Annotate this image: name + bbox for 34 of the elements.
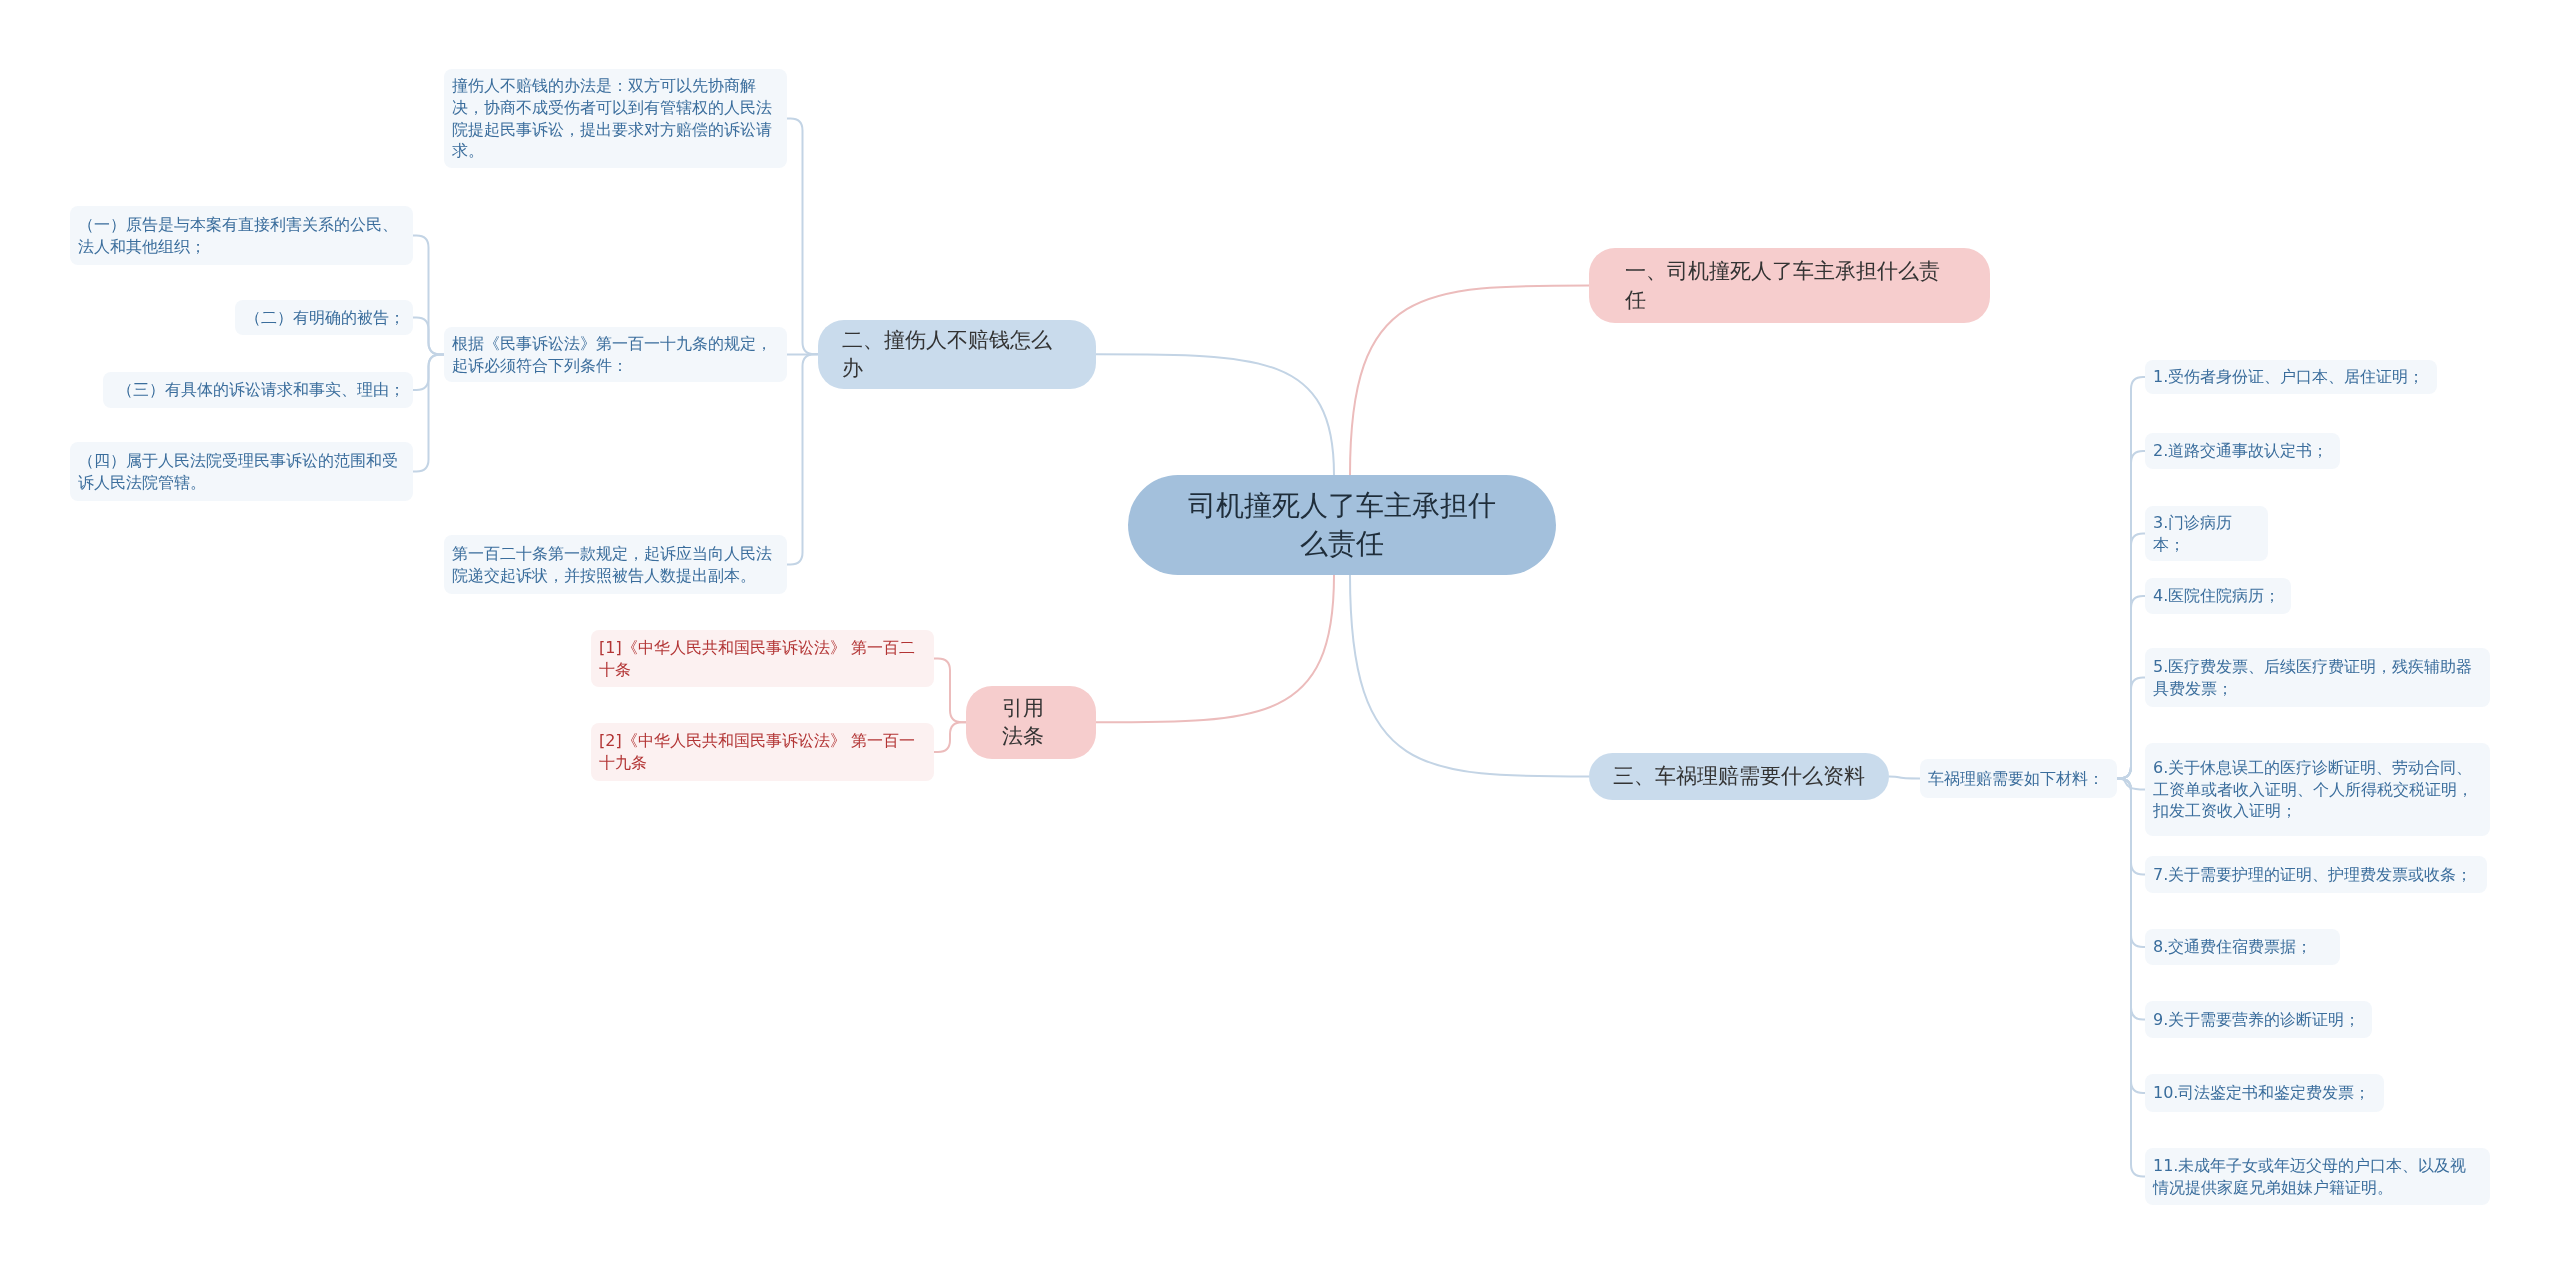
text-card: 1.受伤者身份证、户口本、居住证明； [2145,360,2437,394]
text-card: 8.交通费住宿费票据； [2145,929,2340,965]
text-card: （一）原告是与本案有直接利害关系的公民、法人和其他组织； [70,206,413,265]
text-card: （三）有具体的诉讼请求和事实、理由； [103,372,413,408]
connector [933,721,967,753]
connector [1095,353,1335,476]
text-card: 11.未成年子女或年迈父母的户口本、以及视情况提供家庭兄弟姐妹户籍证明。 [2145,1148,2490,1205]
connector [1349,574,1590,778]
text-card: 撞伤人不赔钱的办法是：双方可以先协商解决，协商不成受伤者可以到有管辖权的人民法院提起民事诉讼，提出要求对方赔偿的诉讼请求。 [444,69,787,168]
connector [1888,775,1921,780]
topic-pill: 一、司机撞死人了车主承担什么责任 [1589,248,1990,323]
connector [412,353,445,473]
text-card: 4.医院住院病历； [2145,578,2291,614]
text-card: 根据《民事诉讼法》第一百一十九条的规定，起诉必须符合下列条件： [444,327,787,383]
text-card: 7.关于需要护理的证明、护理费发票或收条； [2145,856,2487,893]
topic-pill: 三、车祸理赔需要什么资料 [1589,753,1889,800]
connector [1349,284,1590,476]
text-card: 9.关于需要营养的诊断证明； [2145,1001,2372,1038]
text-card: （四）属于人民法院受理民事诉讼的范围和受诉人民法院管辖。 [70,442,413,501]
text-card: （二）有明确的被告； [235,300,413,335]
text-card: 6.关于休息误工的医疗诊断证明、劳动合同、工资单或者收入证明、个人所得税交税证明，扣发工资收入证明； [2145,743,2490,836]
text-card: 第一百二十条第一款规定，起诉应当向人民法院递交起诉状，并按照被告人数提出副本。 [444,535,787,594]
text-card: 车祸理赔需要如下材料： [1920,759,2117,798]
text-card: 3.门诊病历本； [2145,506,2268,562]
citation-card: [2]《中华人民共和国民事诉讼法》 第一百一十九条 [591,723,934,781]
connector [1095,574,1335,724]
central-topic: 司机撞死人了车主承担什么责任 [1128,475,1556,575]
text-card: 5.医疗费发票、后续医疗费证明，残疾辅助器具费发票； [2145,648,2490,707]
topic-pill: 二、撞伤人不赔钱怎么办 [818,320,1096,389]
citation-card: [1]《中华人民共和国民事诉讼法》 第一百二十条 [591,630,934,687]
connector [786,353,819,566]
text-card: 10.司法鉴定书和鉴定费发票； [2145,1074,2384,1112]
text-card: 2.道路交通事故认定书； [2145,433,2340,469]
topic-pill: 引用法条 [966,686,1096,759]
